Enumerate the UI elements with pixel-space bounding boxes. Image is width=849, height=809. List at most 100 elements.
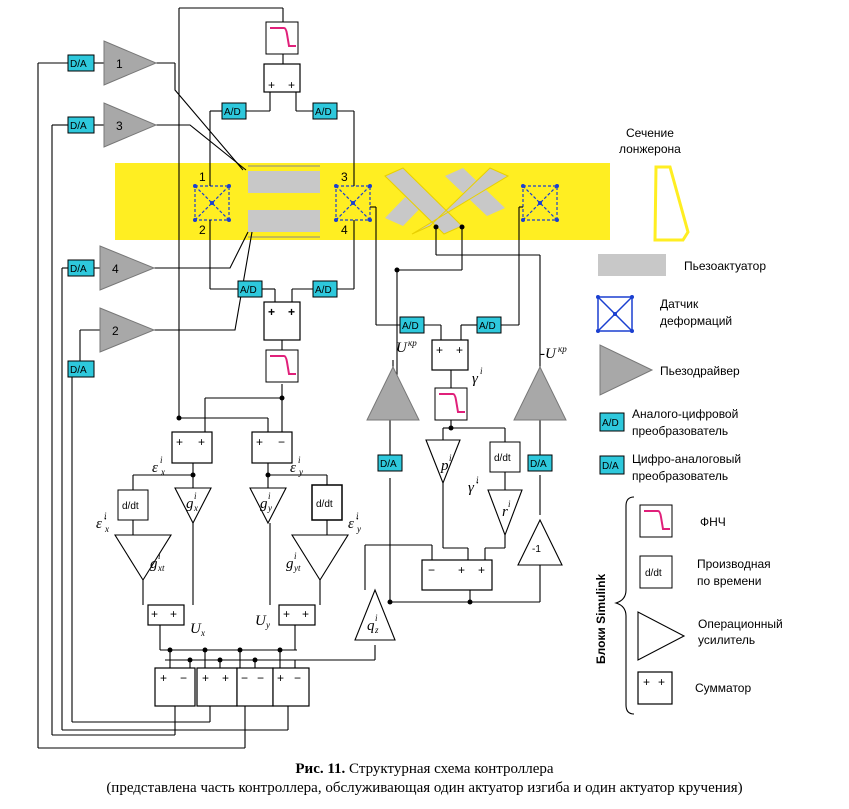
converter-blocks: D/A D/A D/A D/A D/A D/A A/D A/D A/D A/D … <box>67 54 625 475</box>
amp-number-4: 4 <box>112 262 119 276</box>
svg-text:+: + <box>302 607 309 621</box>
svg-text:−: − <box>278 435 285 449</box>
junction-dots <box>167 224 473 663</box>
piezo-actuator-top <box>248 171 320 193</box>
svg-text:i: i <box>268 491 271 501</box>
svg-text:кр: кр <box>558 344 567 354</box>
svg-text:Цифро-аналоговый: Цифро-аналоговый <box>632 452 741 466</box>
svg-text:+: + <box>456 343 463 357</box>
svg-text:Сумматор: Сумматор <box>695 681 751 695</box>
svg-text:Пьезодрайвер: Пьезодрайвер <box>660 364 740 378</box>
svg-text:y: y <box>356 524 361 534</box>
svg-text:+: + <box>202 671 209 685</box>
svg-text:A/D: A/D <box>224 107 241 118</box>
svg-text:D/A: D/A <box>70 365 87 376</box>
svg-text:g: g <box>150 556 158 572</box>
svg-text:d/dt: d/dt <box>122 501 139 512</box>
svg-text:Аналого-цифровой: Аналого-цифровой <box>632 407 738 421</box>
svg-text:+: + <box>658 675 665 689</box>
svg-text:yt: yt <box>293 563 301 573</box>
svg-text:D/A: D/A <box>530 459 547 470</box>
svg-text:U: U <box>255 613 267 629</box>
svg-text:+: + <box>288 305 295 319</box>
spar-section-label-1: Сечение <box>626 126 674 140</box>
piezo-actuator-bottom <box>248 210 320 232</box>
svg-text:d/dt: d/dt <box>645 568 662 579</box>
svg-text:g: g <box>260 496 268 512</box>
summator-blocks <box>147 63 673 707</box>
svg-text:D/A: D/A <box>380 459 397 470</box>
svg-text:x: x <box>200 628 205 638</box>
opamp-blocks <box>114 439 686 661</box>
svg-text:i: i <box>508 499 511 509</box>
spar-band <box>115 163 610 240</box>
svg-text:по времени: по времени <box>697 574 761 588</box>
svg-text:ε: ε <box>152 460 158 476</box>
svg-text:p: p <box>440 458 449 474</box>
svg-text:r: r <box>502 504 508 520</box>
svg-text:ε̇: ε̇ <box>96 516 107 532</box>
svg-text:+: + <box>436 343 443 357</box>
svg-text:Операционный: Операционный <box>698 617 783 631</box>
sensor-number-4: 4 <box>341 223 348 237</box>
svg-text:A/D: A/D <box>479 321 496 332</box>
svg-text:x: x <box>160 467 165 477</box>
spar-section-label-2: лонжерона <box>619 142 681 156</box>
svg-text:+: + <box>288 78 295 92</box>
svg-text:A/D: A/D <box>240 285 257 296</box>
svg-text:U: U <box>190 621 202 637</box>
svg-text:i: i <box>375 613 378 623</box>
svg-text:i: i <box>476 475 479 485</box>
svg-text:преобразователь: преобразователь <box>632 424 728 438</box>
svg-text:A/D: A/D <box>402 321 419 332</box>
figure-subcaption: (представлена часть контроллера, обслужи… <box>106 780 743 796</box>
svg-text:-1: -1 <box>532 544 541 555</box>
svg-text:y: y <box>265 620 270 630</box>
svg-text:i: i <box>449 453 452 463</box>
sensor-number-1: 1 <box>199 170 206 184</box>
svg-text:−: − <box>257 671 264 685</box>
svg-text:i: i <box>298 455 301 465</box>
svg-text:D/A: D/A <box>602 461 619 472</box>
svg-text:d/dt: d/dt <box>316 499 333 510</box>
svg-text:i: i <box>194 491 197 501</box>
svg-text:ε: ε <box>290 460 296 476</box>
amp-number-3: 3 <box>116 119 123 133</box>
svg-text:g: g <box>286 556 294 572</box>
svg-text:U: U <box>396 340 408 356</box>
figure-caption: Рис. 11. Структурная схема контроллера <box>295 761 554 777</box>
svg-text:+: + <box>198 435 205 449</box>
svg-text:+: + <box>176 435 183 449</box>
svg-text:кр: кр <box>408 338 417 348</box>
svg-text:A/D: A/D <box>315 107 332 118</box>
svg-text:z: z <box>374 625 379 635</box>
amp-number-2: 2 <box>112 324 119 338</box>
svg-text:q: q <box>367 618 375 634</box>
derivative-blocks: d/dt d/dt d/dt d/dt <box>117 441 673 589</box>
sensor-number-3: 3 <box>341 170 348 184</box>
svg-text:x: x <box>104 524 109 534</box>
svg-text:A/D: A/D <box>315 285 332 296</box>
svg-text:D/A: D/A <box>70 59 87 70</box>
svg-text:i: i <box>158 551 161 561</box>
svg-text:ФНЧ: ФНЧ <box>700 515 726 529</box>
svg-text:−: − <box>241 671 248 685</box>
lpf-block <box>265 21 673 538</box>
svg-text:+: + <box>170 607 177 621</box>
svg-text:+: + <box>277 671 284 685</box>
svg-text:i: i <box>160 455 163 465</box>
svg-text:Датчик: Датчик <box>660 297 699 311</box>
svg-text:-U: -U <box>540 346 557 362</box>
svg-text:+: + <box>283 607 290 621</box>
svg-text:−: − <box>294 671 301 685</box>
svg-text:i: i <box>104 511 107 521</box>
svg-text:i: i <box>294 551 297 561</box>
svg-text:ε̇: ε̇ <box>348 516 359 532</box>
svg-text:i: i <box>356 511 359 521</box>
svg-text:+: + <box>256 435 263 449</box>
svg-text:Блоки Simulink: Блоки Simulink <box>594 574 608 664</box>
svg-text:y: y <box>267 503 272 513</box>
piezo-actuator-diagonal <box>385 168 508 234</box>
svg-text:+: + <box>478 563 485 577</box>
